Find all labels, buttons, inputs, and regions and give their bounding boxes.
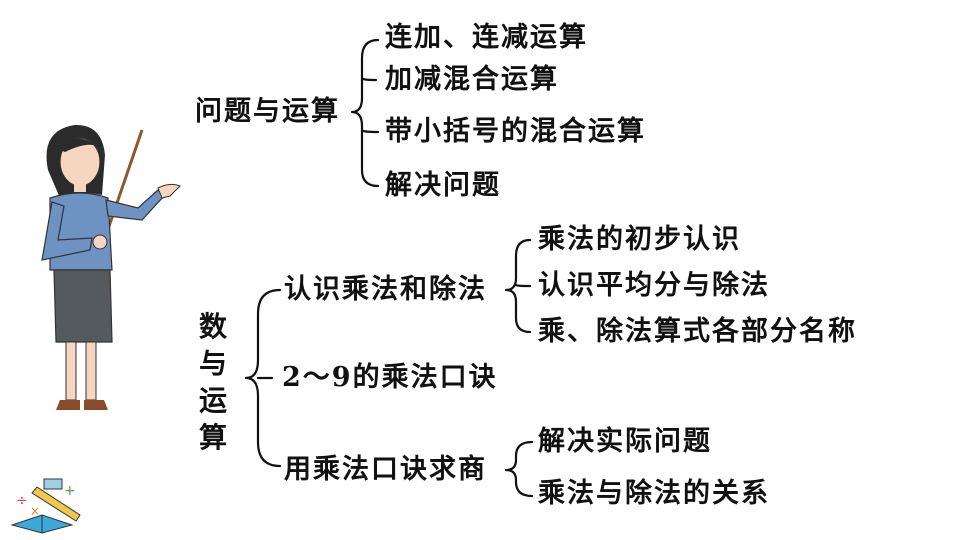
sub3-child-2: 乘法与除法的关系 [538,478,770,509]
sub1-child-2: 认识平均分与除法 [538,270,770,301]
sub2-label: 2～9的乘法口诀 [282,362,498,393]
sub3-child-1: 解决实际问题 [538,426,712,457]
group1-child-4: 解决问题 [385,170,501,201]
sub1-child-1: 乘法的初步认识 [538,224,741,255]
math-tools-icon: ÷ + × [10,478,81,534]
group1-child-3: 带小括号的混合运算 [385,116,646,147]
sub1-child-3: 乘、除法算式各部分名称 [538,316,857,347]
svg-text:×: × [30,504,40,518]
svg-text:÷: ÷ [16,493,28,509]
group1-label: 问题与运算 [195,96,340,127]
group1-child-1: 连加、连减运算 [385,22,588,53]
sub1-label: 认识乘法和除法 [284,274,487,305]
sub3-label: 用乘法口诀求商 [284,454,487,485]
teacher-illustration [41,124,181,410]
group2-label: 数与运算 [198,310,227,454]
svg-text:+: + [64,483,76,499]
group1-child-2: 加减混合运算 [385,64,559,95]
